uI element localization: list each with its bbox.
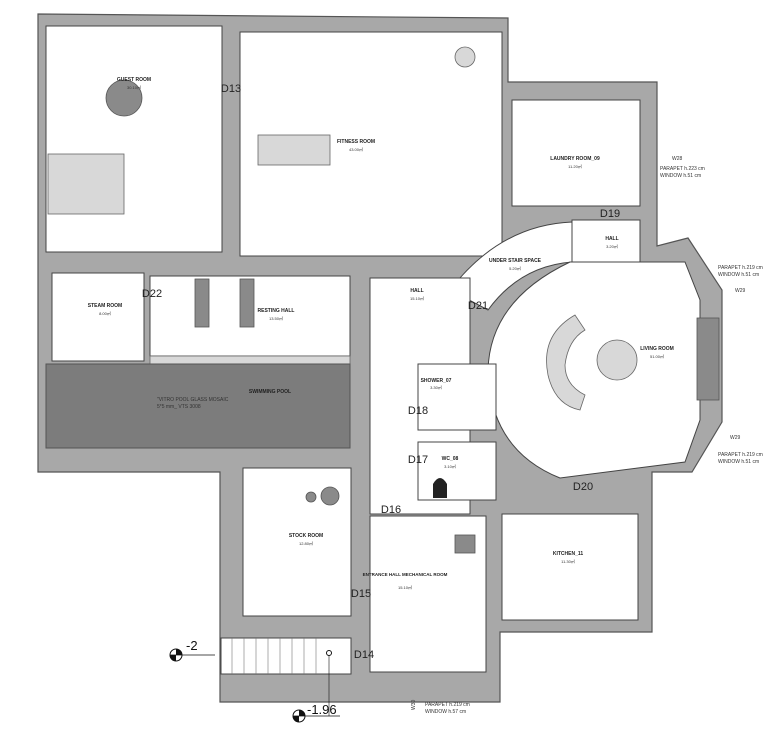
- svg-text:UNDER STAIR SPACE: UNDER STAIR SPACE: [489, 258, 542, 264]
- svg-text:LIVING ROOM: LIVING ROOM: [640, 346, 674, 352]
- svg-text:WINDOW h.51 cm: WINDOW h.51 cm: [718, 272, 759, 278]
- exercise-ball: [454, 46, 476, 68]
- small-hall: [571, 219, 641, 263]
- stair-treads: [231, 638, 317, 674]
- svg-text:PARAPET h.223 cm: PARAPET h.223 cm: [660, 166, 705, 172]
- level-marker: -2: [169, 638, 215, 662]
- svg-text:-2: -2: [186, 638, 198, 653]
- treadmill: [257, 134, 331, 166]
- svg-text:D21: D21: [468, 300, 488, 312]
- toilet: [433, 478, 447, 498]
- boiler: [320, 486, 340, 506]
- svg-text:GUEST ROOM: GUEST ROOM: [117, 77, 151, 83]
- svg-text:3.20㎡: 3.20㎡: [606, 243, 618, 249]
- svg-text:PARAPET h.219 cm: PARAPET h.219 cm: [718, 265, 763, 271]
- svg-text:13.50㎡: 13.50㎡: [269, 315, 283, 321]
- coffee-table: [596, 339, 638, 381]
- svg-text:D14: D14: [354, 649, 374, 661]
- svg-text:PARAPET h.219 cm: PARAPET h.219 cm: [718, 452, 763, 458]
- svg-text:RESTING HALL: RESTING HALL: [258, 308, 295, 314]
- svg-text:8.00㎡: 8.00㎡: [99, 310, 111, 316]
- svg-text:11.30㎡: 11.30㎡: [561, 558, 575, 564]
- swimming-pool: [45, 363, 351, 449]
- svg-text:WINDOW h.57 cm: WINDOW h.57 cm: [425, 709, 466, 715]
- wc-room: [417, 441, 497, 501]
- under-stair-space: [449, 221, 573, 311]
- svg-text:WINDOW h.51 cm: WINDOW h.51 cm: [718, 459, 759, 465]
- bed: [47, 153, 125, 215]
- svg-text:W30: W30: [411, 700, 417, 711]
- svg-text:15.10㎡: 15.10㎡: [410, 295, 424, 301]
- kitchen: [501, 513, 639, 621]
- svg-text:51.00㎡: 51.00㎡: [650, 353, 664, 359]
- svg-text:11.20㎡: 11.20㎡: [568, 163, 582, 169]
- curved-sofa: [546, 314, 586, 411]
- round-rug: [105, 79, 143, 117]
- svg-text:D15: D15: [351, 588, 371, 600]
- shower-room: [417, 363, 497, 431]
- svg-text:5*5 mm_ VTS 3008: 5*5 mm_ VTS 3008: [157, 404, 201, 410]
- svg-text:5.20㎡: 5.20㎡: [509, 265, 521, 271]
- guest-room: [45, 25, 223, 253]
- window-annotations: W28 PARAPET h.223 cm WINDOW h.51 cm W29 …: [411, 156, 763, 715]
- svg-text:3.30㎡: 3.30㎡: [430, 384, 442, 390]
- svg-text:15.10㎡: 15.10㎡: [398, 584, 412, 590]
- level-marker: -1.96: [292, 650, 340, 723]
- svg-text:D22: D22: [142, 288, 162, 300]
- svg-text:D18: D18: [408, 405, 428, 417]
- svg-text:3.10㎡: 3.10㎡: [444, 463, 456, 469]
- svg-text:SHOWER_07: SHOWER_07: [421, 378, 452, 384]
- svg-text:PARAPET h.219 cm: PARAPET h.219 cm: [425, 702, 470, 708]
- boiler-small: [305, 491, 317, 503]
- svg-text:HALL: HALL: [605, 236, 618, 242]
- svg-text:12.80㎡: 12.80㎡: [299, 540, 313, 546]
- svg-text:W29: W29: [730, 435, 741, 441]
- svg-text:STOCK ROOM: STOCK ROOM: [289, 533, 323, 539]
- svg-text:LAUNDRY ROOM_09: LAUNDRY ROOM_09: [550, 156, 600, 162]
- svg-text:-1.96: -1.96: [307, 702, 337, 717]
- mechanical-unit: [454, 534, 476, 554]
- svg-text:W28: W28: [672, 156, 683, 162]
- svg-text:43.00㎡: 43.00㎡: [349, 146, 363, 152]
- door-labels: D13 D14 D15 D16 D17 D18 D19 D20 D21 D22: [142, 83, 620, 661]
- svg-text:D19: D19: [600, 208, 620, 220]
- pool-edge: [149, 355, 351, 365]
- lounger: [239, 278, 255, 328]
- svg-text:W29: W29: [735, 288, 746, 294]
- svg-text:STEAM ROOM: STEAM ROOM: [88, 303, 122, 309]
- svg-text:D17: D17: [408, 454, 428, 466]
- fireplace: [696, 317, 720, 401]
- svg-text:WC_08: WC_08: [442, 456, 459, 462]
- lounger: [194, 278, 210, 328]
- svg-text:D20: D20: [573, 481, 593, 493]
- svg-text:WINDOW h.51 cm: WINDOW h.51 cm: [660, 173, 701, 179]
- svg-text:D13: D13: [221, 83, 241, 95]
- steam-room: [51, 272, 145, 362]
- svg-text:30.10㎡: 30.10㎡: [127, 84, 141, 90]
- svg-text:KITCHEN_11: KITCHEN_11: [553, 551, 584, 557]
- laundry-room: [511, 99, 641, 207]
- svg-text:D16: D16: [381, 504, 401, 516]
- svg-text:HALL: HALL: [410, 288, 423, 294]
- stairs: [220, 637, 352, 675]
- svg-text:FITNESS ROOM: FITNESS ROOM: [337, 139, 375, 145]
- svg-text:SWIMMING POOL: SWIMMING POOL: [249, 389, 291, 395]
- svg-text:ENTRANCE HALL MECHANICAL ROOM: ENTRANCE HALL MECHANICAL ROOM: [363, 572, 448, 577]
- svg-text:"VITRO POOL GLASS MOSAIC: "VITRO POOL GLASS MOSAIC: [157, 397, 229, 403]
